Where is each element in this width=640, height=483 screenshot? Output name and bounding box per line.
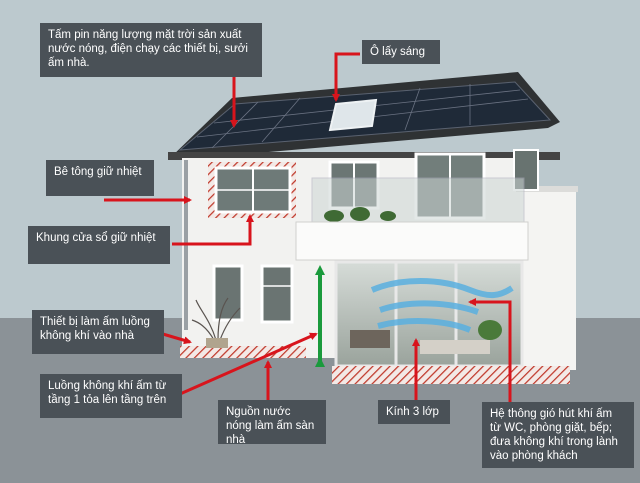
floor-heating-hatch-right	[332, 366, 570, 384]
label-solar-panels-text: Tấm pin năng lượng mặt trời sản xuất nướ…	[48, 29, 248, 69]
interior-furniture	[350, 320, 502, 354]
porch-plant	[191, 297, 241, 341]
label-thermal-window-frame-text: Khung cửa sổ giữ nhiệt	[36, 232, 156, 244]
leader-arrows	[104, 52, 512, 404]
label-thermal-window-frame: Khung cửa sổ giữ nhiệt	[28, 226, 170, 264]
label-air-heater-text: Thiết bị làm ấm luồng không khí vào nhà	[40, 316, 150, 342]
label-solar-panels: Tấm pin năng lượng mặt trời sản xuất nướ…	[40, 23, 262, 77]
label-thermal-concrete: Bê tông giữ nhiệt	[46, 160, 154, 196]
lower-mid-window	[260, 264, 294, 324]
floor-heating-hatch-left	[180, 346, 306, 358]
label-warm-air-flow: Luồng không khí ấm từ tầng 1 tỏa lên tần…	[40, 374, 182, 418]
extension-wall	[520, 190, 576, 370]
label-ventilation-system-text: Hệ thông gió hút khí ấm từ WC, phòng giặ…	[490, 408, 618, 462]
label-skylight: Ô lấy sáng	[362, 40, 440, 64]
warm-air-swirls	[370, 278, 514, 333]
label-skylight-text: Ô lấy sáng	[370, 46, 425, 58]
label-triple-glass-text: Kính 3 lớp	[386, 406, 439, 418]
skylight-window	[328, 98, 378, 132]
lower-left-window	[212, 264, 244, 322]
balcony-slab	[295, 221, 529, 261]
label-air-heater: Thiết bị làm ấm luồng không khí vào nhà	[32, 310, 164, 354]
label-ventilation-system: Hệ thông gió hút khí ấm từ WC, phòng giặ…	[482, 402, 634, 468]
balcony-plants	[324, 207, 396, 222]
label-thermal-concrete-text: Bê tông giữ nhiệt	[54, 166, 142, 178]
label-floor-heating-water: Nguồn nước nóng làm ấm sàn nhà	[218, 400, 326, 446]
label-floor-heating-water-text: Nguồn nước nóng làm ấm sàn nhà	[226, 406, 315, 446]
label-warm-air-flow-text: Luồng không khí ấm từ tầng 1 tỏa lên tần…	[48, 380, 167, 406]
upper-far-right-window	[513, 149, 539, 191]
balcony-glass	[311, 177, 525, 225]
gutter	[168, 152, 560, 160]
label-triple-glass: Kính 3 lớp	[378, 400, 450, 424]
